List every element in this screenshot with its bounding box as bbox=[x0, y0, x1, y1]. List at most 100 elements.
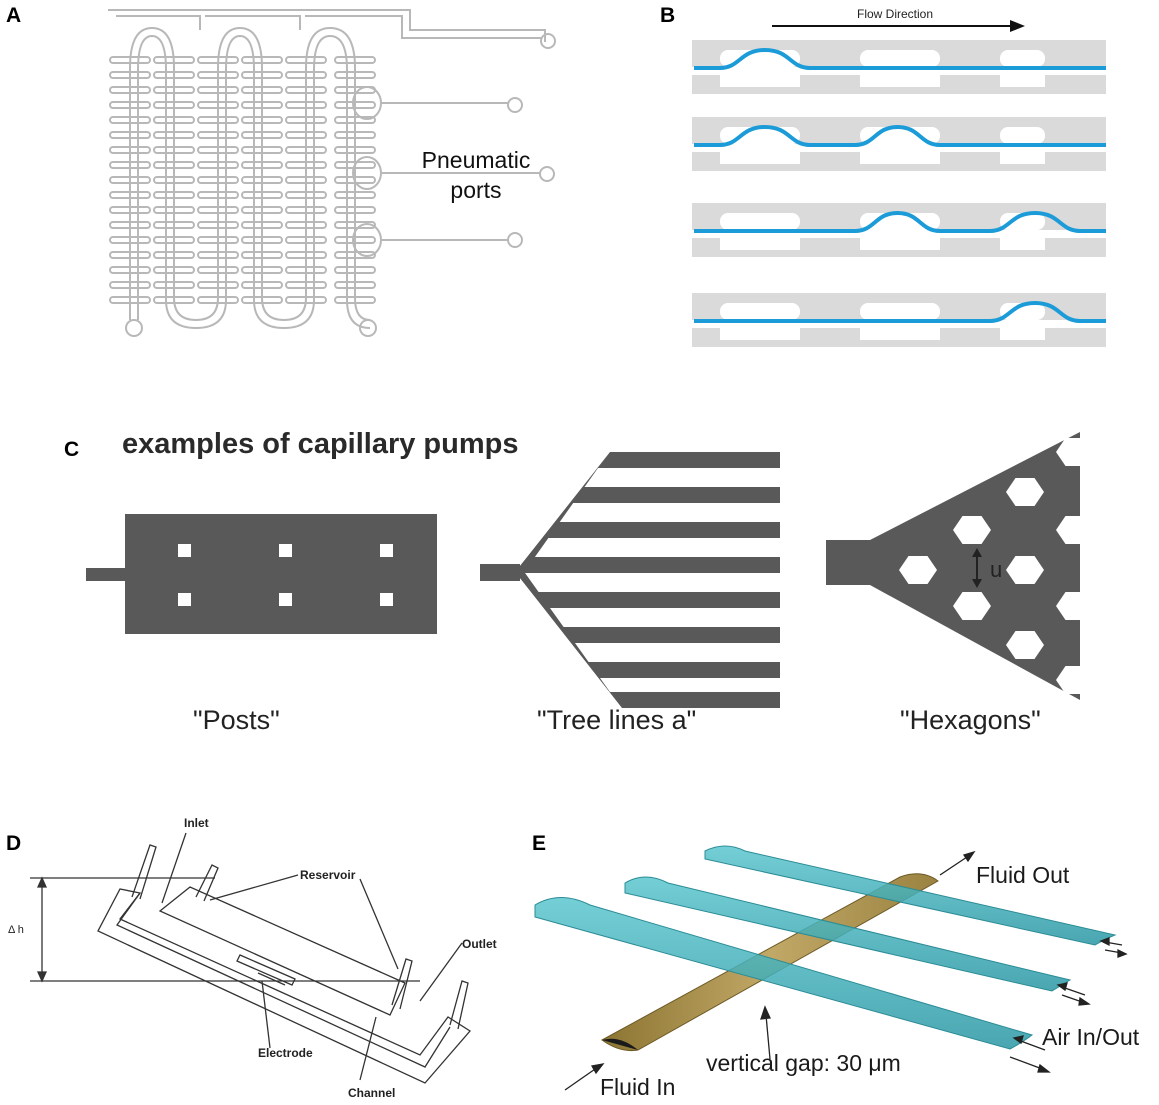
hexagon-cell bbox=[953, 516, 991, 544]
serpentine-tooth bbox=[285, 176, 327, 184]
reservoir-channel bbox=[158, 886, 406, 1016]
electrode bbox=[236, 954, 296, 986]
serpentine-tooth bbox=[109, 146, 151, 154]
pneumatic-ports-label: Pneumatic ports bbox=[406, 145, 546, 205]
serpentine-tooth bbox=[285, 251, 327, 259]
serpentine-tooth bbox=[334, 236, 376, 244]
serpentine-tooth bbox=[285, 206, 327, 214]
serpentine-tooth bbox=[241, 56, 283, 64]
serpentine-tooth bbox=[153, 146, 195, 154]
serpentine-tooth bbox=[109, 296, 151, 304]
serpentine-tooth bbox=[241, 221, 283, 229]
serpentine-tooth bbox=[197, 266, 239, 274]
flow-line bbox=[694, 210, 1106, 233]
serpentine-tooth bbox=[197, 116, 239, 124]
flow-line bbox=[694, 47, 1106, 70]
serpentine-tooth bbox=[241, 191, 283, 199]
serpentine-tooth bbox=[334, 86, 376, 94]
inlet-tube bbox=[131, 844, 157, 900]
serpentine-tooth bbox=[153, 296, 195, 304]
serpentine-tooth bbox=[197, 131, 239, 139]
serpentine-channels bbox=[129, 26, 371, 330]
serpentine-tooth bbox=[197, 176, 239, 184]
caption-tree-lines: "Tree lines a" bbox=[537, 705, 697, 735]
serpentine-tooth bbox=[109, 71, 151, 79]
serpentine-tooth bbox=[197, 71, 239, 79]
serpentine-tooth bbox=[109, 116, 151, 124]
serpentine-tooth bbox=[285, 86, 327, 94]
serpentine-tooth bbox=[153, 86, 195, 94]
vertical-gap-label: vertical gap: 30 μm bbox=[706, 1050, 901, 1076]
inlet-tube bbox=[195, 864, 219, 902]
panel-c-capillary-pumps: u bbox=[86, 432, 1094, 708]
peristaltic-row bbox=[692, 40, 1106, 94]
fluid-out-label: Fluid Out bbox=[976, 862, 1070, 888]
serpentine-tooth bbox=[197, 161, 239, 169]
serpentine-tooth bbox=[197, 221, 239, 229]
serpentine-tooth bbox=[197, 146, 239, 154]
panel-e-letter: E bbox=[532, 832, 547, 855]
serpentine-tooth bbox=[285, 236, 327, 244]
inlet-label: Inlet bbox=[184, 816, 209, 830]
serpentine-tooth bbox=[153, 191, 195, 199]
serpentine-tooth bbox=[109, 221, 151, 229]
serpentine-tooth bbox=[285, 131, 327, 139]
serpentine-tooth bbox=[241, 86, 283, 94]
serpentine-tooth bbox=[153, 71, 195, 79]
serpentine-tooth bbox=[153, 266, 195, 274]
flow-line bbox=[694, 300, 1106, 323]
serpentine-tooth bbox=[197, 281, 239, 289]
serpentine-tooth bbox=[285, 221, 327, 229]
air-channel bbox=[624, 876, 1072, 992]
serpentine-tooth bbox=[109, 86, 151, 94]
serpentine-tooth bbox=[241, 236, 283, 244]
serpentine-tooth bbox=[334, 206, 376, 214]
serpentine-tooth bbox=[285, 161, 327, 169]
serpentine-tooth bbox=[153, 281, 195, 289]
serpentine-tooth bbox=[153, 206, 195, 214]
serpentine-tooth bbox=[241, 101, 283, 109]
electrode-label: Electrode bbox=[258, 1046, 313, 1060]
peristaltic-row bbox=[692, 203, 1106, 257]
serpentine-tooth bbox=[241, 281, 283, 289]
tree-lines-pump bbox=[480, 452, 780, 708]
serpentine-tooth bbox=[109, 191, 151, 199]
serpentine-tooth bbox=[109, 131, 151, 139]
panel-e-crossed-channels: Fluid Out Air In/Out vertical gap: 30 μm… bbox=[534, 845, 1140, 1100]
caption-posts: "Posts" bbox=[193, 705, 280, 735]
capillary-pumps-title: examples of capillary pumps bbox=[122, 428, 519, 460]
serpentine-tooth bbox=[241, 116, 283, 124]
serpentine-tooth bbox=[334, 281, 376, 289]
serpentine-tooth bbox=[334, 266, 376, 274]
outlet-port-top bbox=[540, 33, 556, 49]
air-channel bbox=[704, 845, 1117, 946]
serpentine-tooth bbox=[285, 101, 327, 109]
serpentine-tooth bbox=[334, 221, 376, 229]
serpentine-tooth bbox=[109, 281, 151, 289]
panel-b-peristaltic-flow: Flow Direction bbox=[692, 7, 1106, 347]
serpentine-tooth bbox=[197, 251, 239, 259]
serpentine-tooth bbox=[241, 146, 283, 154]
serpentine-tooth bbox=[241, 161, 283, 169]
serpentine-tooth bbox=[153, 221, 195, 229]
serpentine-tooth bbox=[109, 251, 151, 259]
outlet-tube bbox=[391, 958, 413, 1010]
serpentine-tooth bbox=[334, 71, 376, 79]
hexagon-cell bbox=[1056, 438, 1094, 466]
serpentine-tooth bbox=[197, 86, 239, 94]
air-in-out-label: Air In/Out bbox=[1042, 1024, 1140, 1050]
serpentine-tooth bbox=[153, 161, 195, 169]
channel-label: Channel bbox=[348, 1086, 395, 1100]
serpentine-tooth bbox=[109, 176, 151, 184]
outlet-tube bbox=[449, 980, 469, 1030]
serpentine-tooth bbox=[153, 251, 195, 259]
outlet-label: Outlet bbox=[462, 937, 497, 951]
serpentine-tooth bbox=[197, 101, 239, 109]
serpentine-tooth bbox=[334, 191, 376, 199]
peristaltic-row bbox=[692, 293, 1106, 347]
serpentine-tooth bbox=[285, 281, 327, 289]
serpentine-tooth bbox=[153, 131, 195, 139]
serpentine-tooth bbox=[285, 191, 327, 199]
pneumatic-label-line2: ports bbox=[450, 177, 502, 203]
hexagon-cell bbox=[1006, 478, 1044, 506]
